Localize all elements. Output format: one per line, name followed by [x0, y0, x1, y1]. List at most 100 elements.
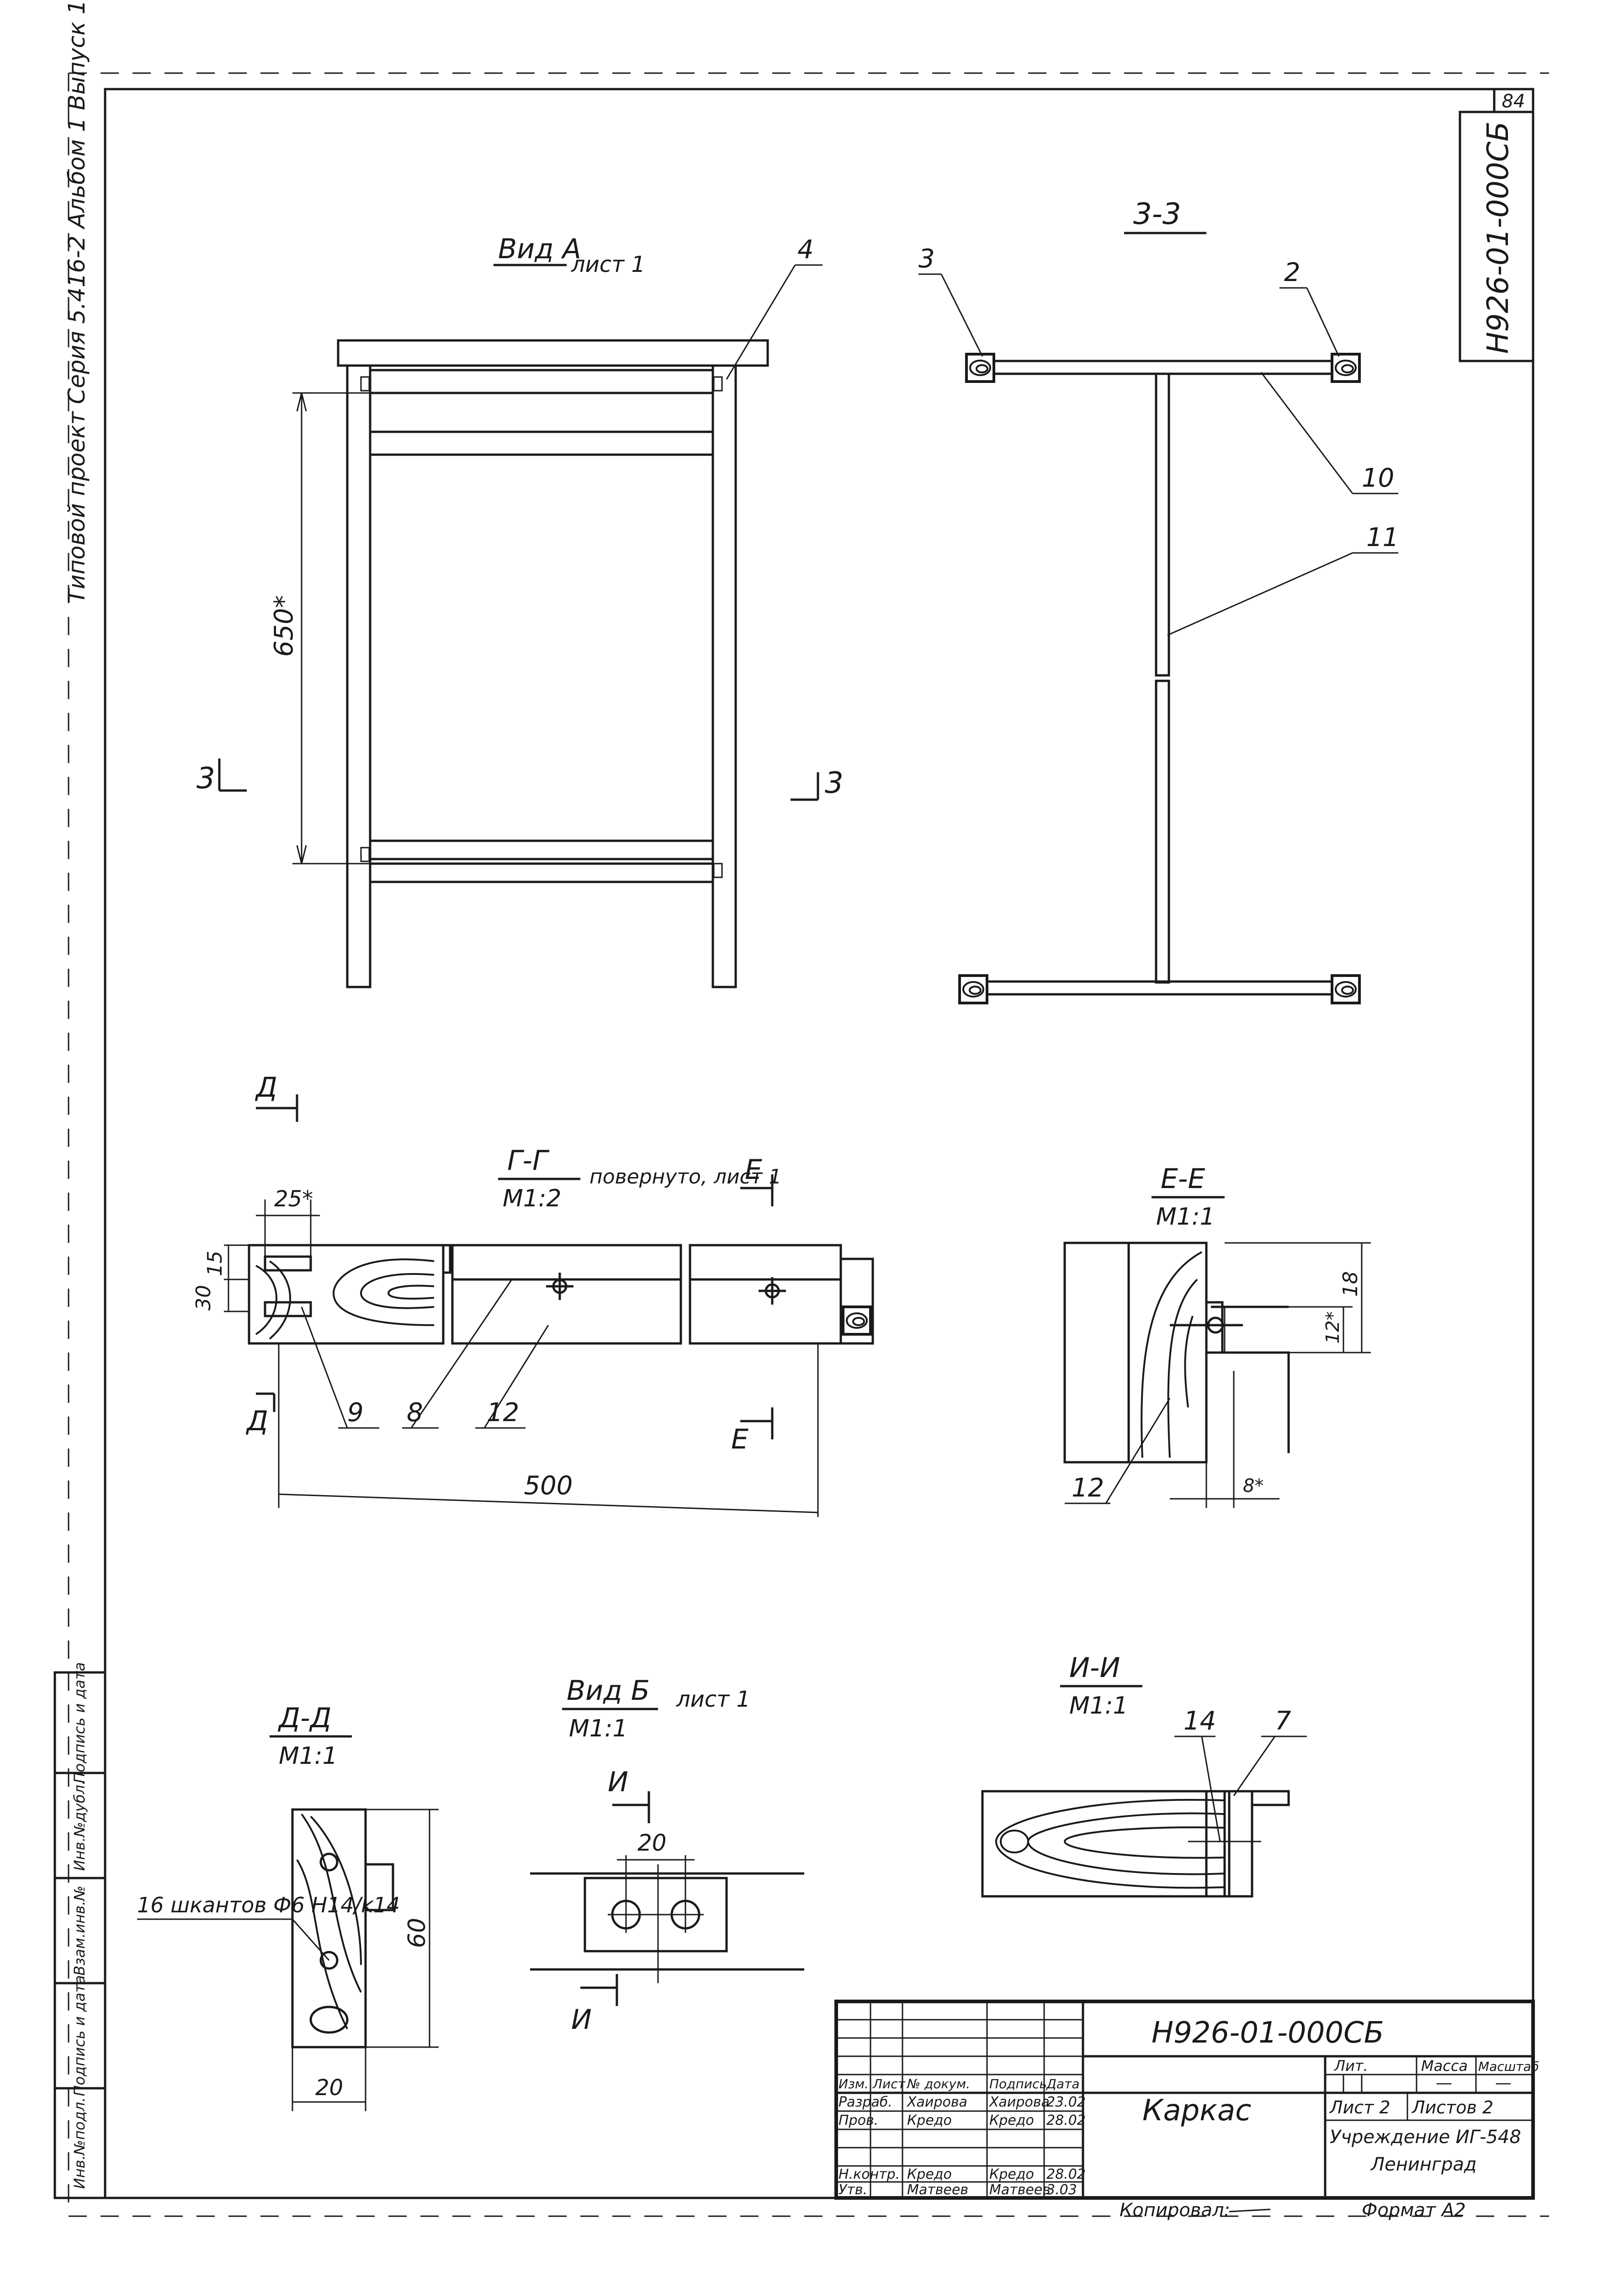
sheet-frame [68, 72, 1549, 2217]
svg-text:12*: 12* [1322, 1311, 1343, 1344]
svg-text:7: 7 [1275, 1706, 1291, 1736]
strip-label-1: Подпись и дата [71, 1662, 88, 1783]
svg-text:14: 14 [1184, 1706, 1216, 1736]
callout-part-11: 11 [1167, 523, 1399, 636]
tb-scale-label: Масштаб [1478, 2059, 1539, 2074]
tb-sheets: Листов 2 [1411, 2097, 1493, 2117]
tb-mass-value: — [1436, 2074, 1452, 2092]
view-b-sheet-ref: лист 1 [676, 1687, 750, 1712]
svg-text:Д: Д [245, 1405, 268, 1437]
frame-front-view [337, 339, 769, 988]
svg-text:Д: Д [255, 1072, 277, 1104]
view-b: Вид Б М1:1 лист 1 И И 20 [530, 1675, 804, 2036]
callout-part-8: 8 [402, 1279, 513, 1429]
tb-sheet: Лист 2 [1329, 2097, 1390, 2117]
strip-label-5: Инв.№подл. [71, 2097, 88, 2189]
part-2-label: 2 [1284, 258, 1300, 287]
view-a-sheet-ref: лист 1 [571, 252, 645, 277]
tb-row1-role: Разраб. [839, 2094, 892, 2110]
svg-text:25*: 25* [274, 1186, 313, 1212]
section-gg-title: Г-Г [507, 1145, 550, 1177]
part-10-label: 10 [1362, 463, 1394, 493]
view-b-scale: М1:1 [569, 1715, 628, 1742]
section-gg-scale: М1:2 [503, 1185, 562, 1212]
corner-number: 84 [1502, 91, 1525, 112]
section-mark-3-right: 3 [791, 766, 844, 801]
mark-i-top: И [608, 1766, 650, 1823]
svg-text:12: 12 [487, 1398, 519, 1428]
section-mark-3-left: 3 [196, 759, 247, 796]
section-ee-scale: М1:1 [1156, 1203, 1215, 1231]
part-3-label: 3 [918, 244, 935, 274]
footer-format: Формат А2 [1362, 2200, 1466, 2221]
side-stamp: Н926-01-000СБ [1459, 111, 1534, 362]
callout-part-3: 3 [918, 244, 983, 357]
strip-label-3: Взам.инв.№ [71, 1886, 88, 1976]
callout-part-10: 10 [1260, 372, 1398, 494]
tb-row4-role: Утв. [839, 2182, 867, 2198]
gg-endgrain-left [255, 1258, 435, 1340]
tb-row1-name: Хаирова [906, 2094, 967, 2110]
svg-text:30: 30 [192, 1285, 215, 1311]
callout-part-4: 4 [726, 235, 823, 380]
dim-650-label: 650* [269, 595, 299, 657]
tb-row2-role: Пров. [839, 2112, 878, 2128]
tb-col-izm: Изм. [839, 2076, 869, 2091]
strip-label-4: Подпись и дата [71, 1975, 88, 2096]
section-ii-scale: М1:1 [1069, 1692, 1128, 1719]
section-g-g: Г-Г М1:2 повернуто, лист 1 Д Д Е Е [192, 1072, 874, 1517]
dim-500: 500 [278, 1343, 819, 1517]
footer-copied: Копировал: [1120, 2200, 1230, 2221]
gg-screw-2 [759, 1277, 786, 1305]
part-11-label: 11 [1366, 523, 1399, 552]
left-binding-strip: Подпись и дата Инв.№дубл. Взам.инв.№ Под… [53, 1662, 106, 2199]
mark-d-bottom: Д [245, 1392, 276, 1437]
dim-12: 12* [1234, 1306, 1353, 1353]
tb-row4-sign: Матвеев [989, 2182, 1051, 2198]
dim-18: 18 [1225, 1242, 1371, 1353]
callout-ee-part-12: 12 [1065, 1398, 1171, 1504]
svg-text:И: И [608, 1766, 628, 1798]
svg-text:16 шкантов Ф6 Н14/k14: 16 шкантов Ф6 Н14/k14 [137, 1893, 400, 1917]
section-3-left-label: 3 [196, 762, 215, 796]
side-stamp-text: Н926-01-000СБ [1481, 122, 1515, 354]
svg-text:9: 9 [347, 1398, 364, 1428]
svg-text:Е: Е [745, 1154, 762, 1186]
callout-part-12: 12 [475, 1325, 549, 1429]
tb-col-sign: Подпись [989, 2076, 1047, 2091]
tb-col-list: Лист [872, 2076, 906, 2091]
section-dd-title: Д-Д [277, 1702, 331, 1734]
tb-row2-name: Кредо [907, 2112, 952, 2128]
tb-org: Учреждение ИГ-548 [1330, 2127, 1521, 2148]
title-block: Н926-01-000СБ Каркас Изм. Лист № докум. … [834, 2000, 1539, 2200]
mark-e-top: Е [740, 1154, 774, 1206]
view-a: Вид А лист 1 650* 4 [196, 233, 844, 988]
tb-row4-date: 3.03 [1046, 2182, 1077, 2198]
strip-label-2: Инв.№дубл. [71, 1780, 88, 1871]
section-3-right-label: 3 [825, 766, 844, 800]
section-3-3: 3-3 3 2 10 11 [918, 197, 1399, 1003]
tb-row1-date: 23.02 [1046, 2094, 1086, 2110]
svg-text:8: 8 [407, 1398, 423, 1428]
dim-60: 60 [366, 1809, 439, 2048]
section-ii-title: И-И [1069, 1652, 1120, 1684]
dim-25: 25* [256, 1186, 320, 1257]
tb-col-date: Дата [1046, 2076, 1080, 2091]
tb-row3-name: Кредо [907, 2166, 952, 2182]
tb-row3-date: 28.02 [1046, 2166, 1086, 2182]
callout-part-7: 7 [1233, 1706, 1307, 1796]
svg-text:15: 15 [203, 1251, 227, 1276]
tb-city: Ленинград [1370, 2154, 1477, 2175]
dim-20-vb: 20 [617, 1830, 695, 1896]
section-dd-scale: М1:1 [279, 1742, 338, 1770]
tb-row2-sign: Кредо [989, 2112, 1034, 2128]
callout-dowels: 16 шкантов Ф6 Н14/k14 [137, 1893, 400, 1961]
mark-e-bottom: Е [731, 1407, 774, 1455]
section-gg-note: повернуто, лист 1 [589, 1165, 781, 1189]
tb-col-doc: № докум. [906, 2076, 970, 2091]
gg-dowels [264, 1255, 312, 1317]
tb-scale-value: — [1495, 2074, 1512, 2092]
callout-part-9: 9 [301, 1306, 379, 1429]
tb-name: Каркас [1142, 2094, 1251, 2128]
tb-row1-sign: Хаирова [988, 2094, 1050, 2110]
